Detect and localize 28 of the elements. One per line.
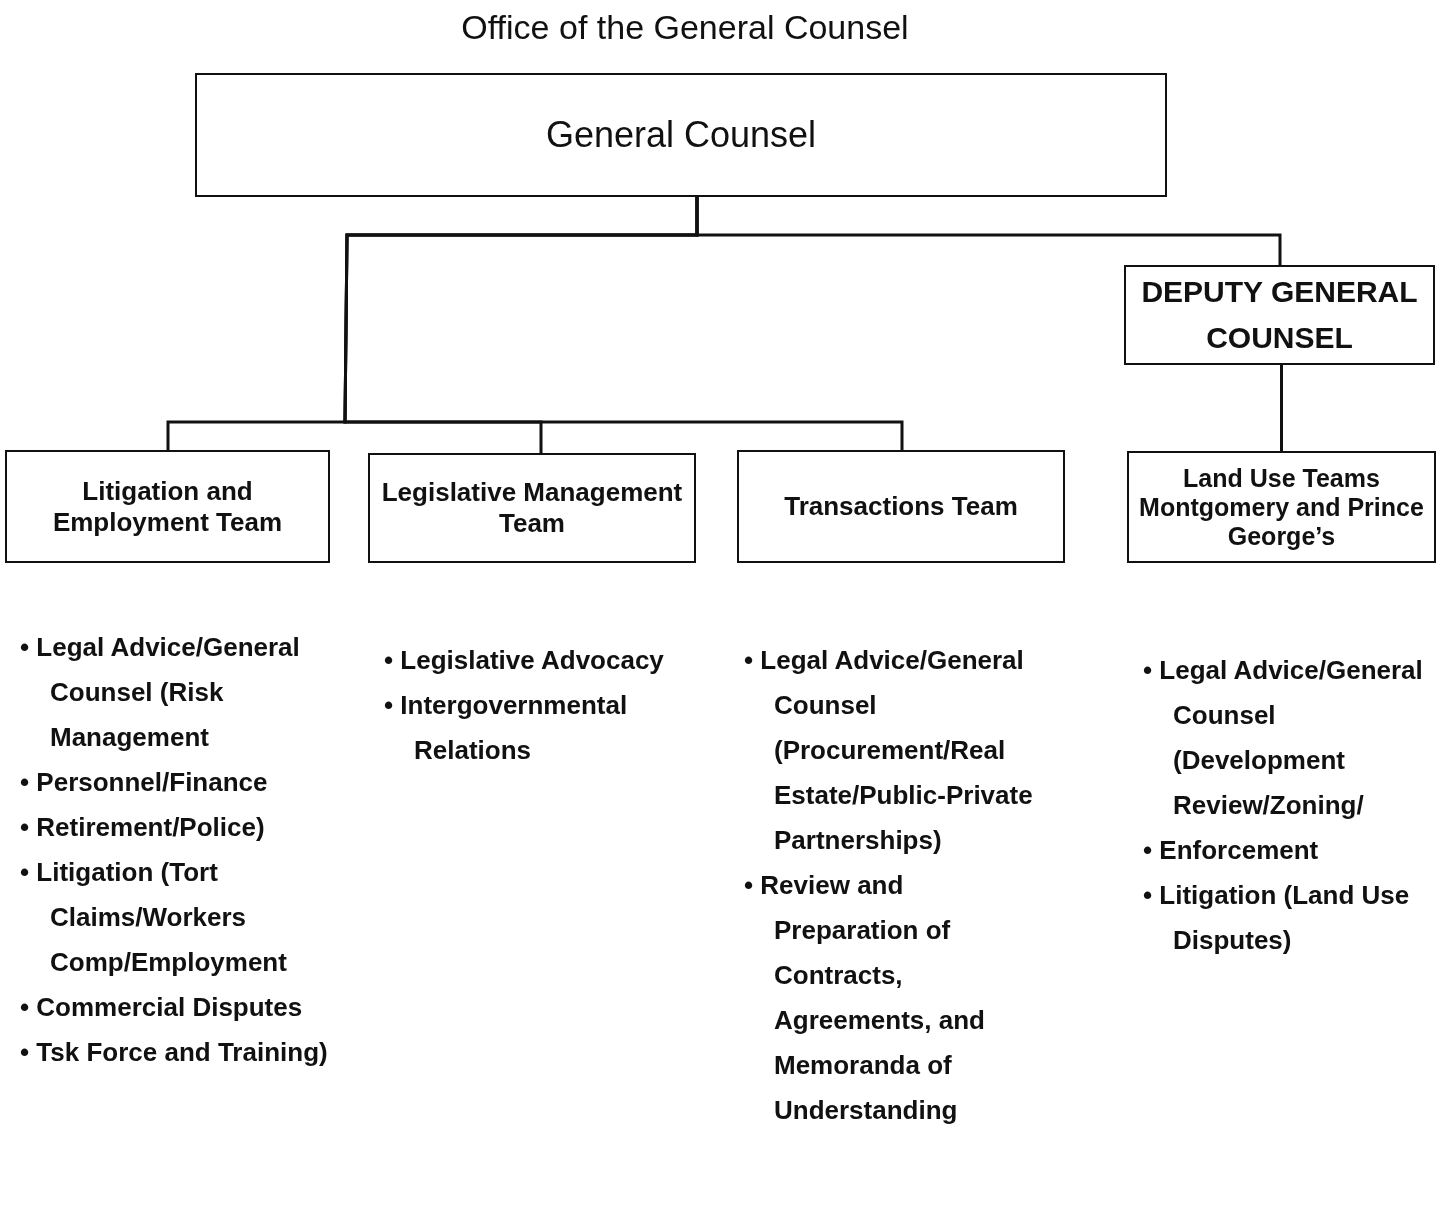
- bullet-item: • Retirement/Police): [20, 811, 266, 844]
- bullet-item: • Enforcement: [1143, 834, 1320, 867]
- box-label: Legislative Management Team: [380, 477, 684, 539]
- bullet-item: • Legal Advice/General Counsel (Development Review/Zoning/: [1143, 654, 1424, 822]
- box-label: Land Use Teams Montgomery and Prince George’s: [1138, 463, 1425, 551]
- bullet-item: • Intergovernmental Relations: [384, 689, 629, 767]
- org-box: [195, 73, 1167, 197]
- bullet-item: • Personnel/Finance: [20, 766, 269, 799]
- bullet-item: • Legal Advice/General Counsel (Procurement/Real Estate/Public-Private Partnerships): [744, 644, 1034, 857]
- connector-line: [343, 197, 904, 450]
- org-box: [737, 450, 1065, 563]
- org-box: [1127, 451, 1436, 563]
- box-label: Litigation and Employment Team: [51, 475, 284, 538]
- bullet-item: • Litigation (Tort Claims/Workers Comp/Employment: [20, 856, 288, 979]
- bullet-item: • Litigation (Land Use Disputes): [1143, 879, 1411, 957]
- bullet-item: • Tsk Force and Training): [20, 1036, 329, 1069]
- diagram-title: Office of the General Counsel: [460, 8, 910, 47]
- org-box: [5, 450, 330, 563]
- bullet-item: • Review and Preparation of Contracts, Agreements, and Memoranda of Understanding: [744, 869, 986, 1127]
- bullet-item: • Legislative Advocacy: [384, 644, 665, 677]
- box-label: Transactions Team: [784, 491, 1018, 522]
- bullet-item: • Commercial Disputes: [20, 991, 304, 1024]
- org-box: [1124, 265, 1435, 365]
- org-box: [368, 453, 696, 563]
- bullet-item: • Legal Advice/General Counsel (Risk Management: [20, 631, 301, 754]
- box-label: General Counsel: [545, 114, 817, 156]
- connector-line: [1280, 365, 1283, 451]
- box-label: DEPUTY GENERAL COUNSEL: [1140, 274, 1419, 356]
